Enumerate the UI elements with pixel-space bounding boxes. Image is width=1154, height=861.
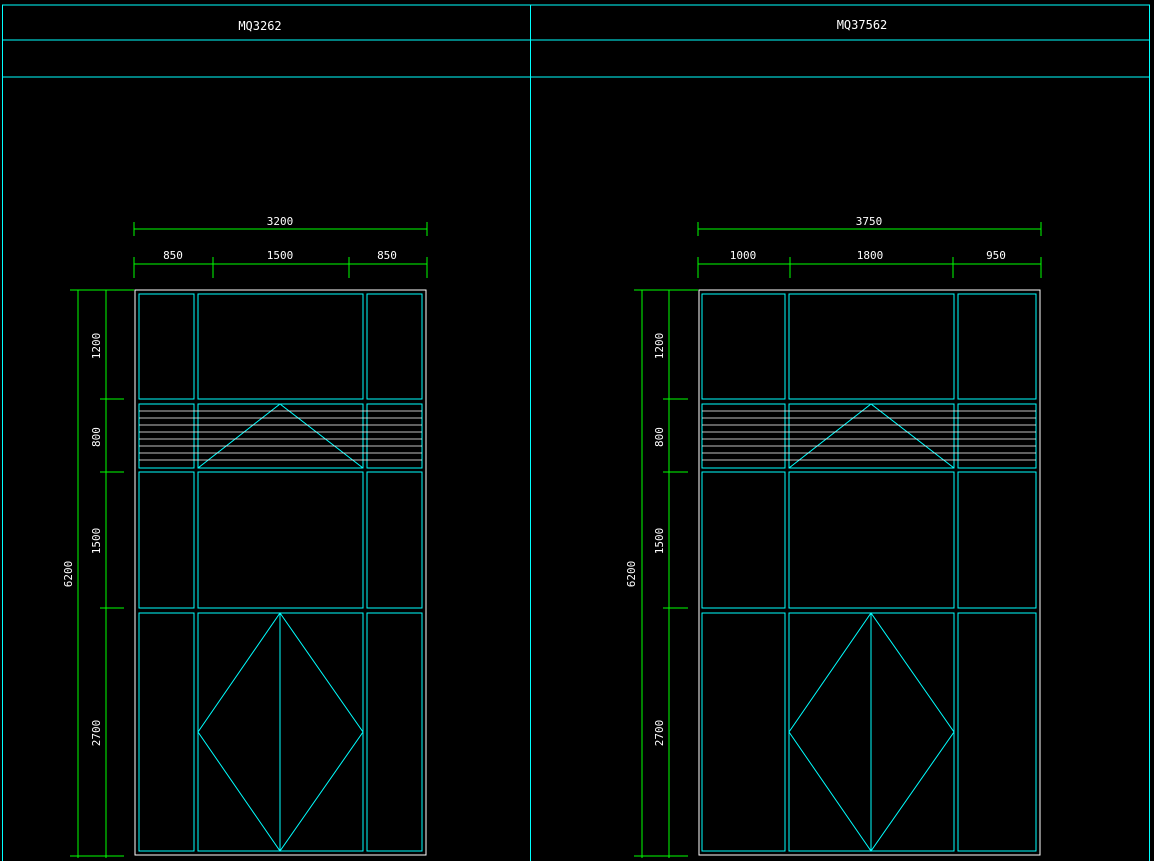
panels [701, 293, 1037, 852]
dim-row-2: 800 [90, 427, 103, 447]
dim-col-2: 1800 [857, 249, 884, 262]
dim-col-1: 1000 [730, 249, 757, 262]
louver-lines [139, 410, 422, 461]
title-table [2, 4, 1150, 861]
outer-frame [698, 289, 1041, 856]
dim-overall-width: 3200 [267, 215, 294, 228]
outer-frame [134, 289, 427, 856]
dim-col-1: 850 [163, 249, 183, 262]
dim-row-3: 1500 [653, 528, 666, 555]
dim-col-3: 950 [986, 249, 1006, 262]
dim-row-1: 1200 [90, 333, 103, 360]
louver-lines [702, 410, 1036, 461]
dim-col-2: 1500 [267, 249, 294, 262]
dim-overall-height: 6200 [625, 561, 638, 588]
dim-row-4: 2700 [653, 720, 666, 747]
panels [138, 293, 423, 852]
right-title: MQ37562 [837, 18, 888, 32]
dim-row-2: 800 [653, 427, 666, 447]
dim-row-3: 1500 [90, 528, 103, 555]
dim-row-4: 2700 [90, 720, 103, 747]
dim-overall-width: 3750 [856, 215, 883, 228]
elevation-mq37562: 3750 1000 1800 950 6200 1200 800 1500 27… [625, 215, 1042, 858]
dim-col-3: 850 [377, 249, 397, 262]
dim-overall-height: 6200 [62, 561, 75, 588]
left-title: MQ3262 [238, 19, 281, 33]
dim-row-1: 1200 [653, 333, 666, 360]
elevation-mq3262: 3200 850 1500 850 6200 1200 800 1500 270… [62, 215, 428, 858]
